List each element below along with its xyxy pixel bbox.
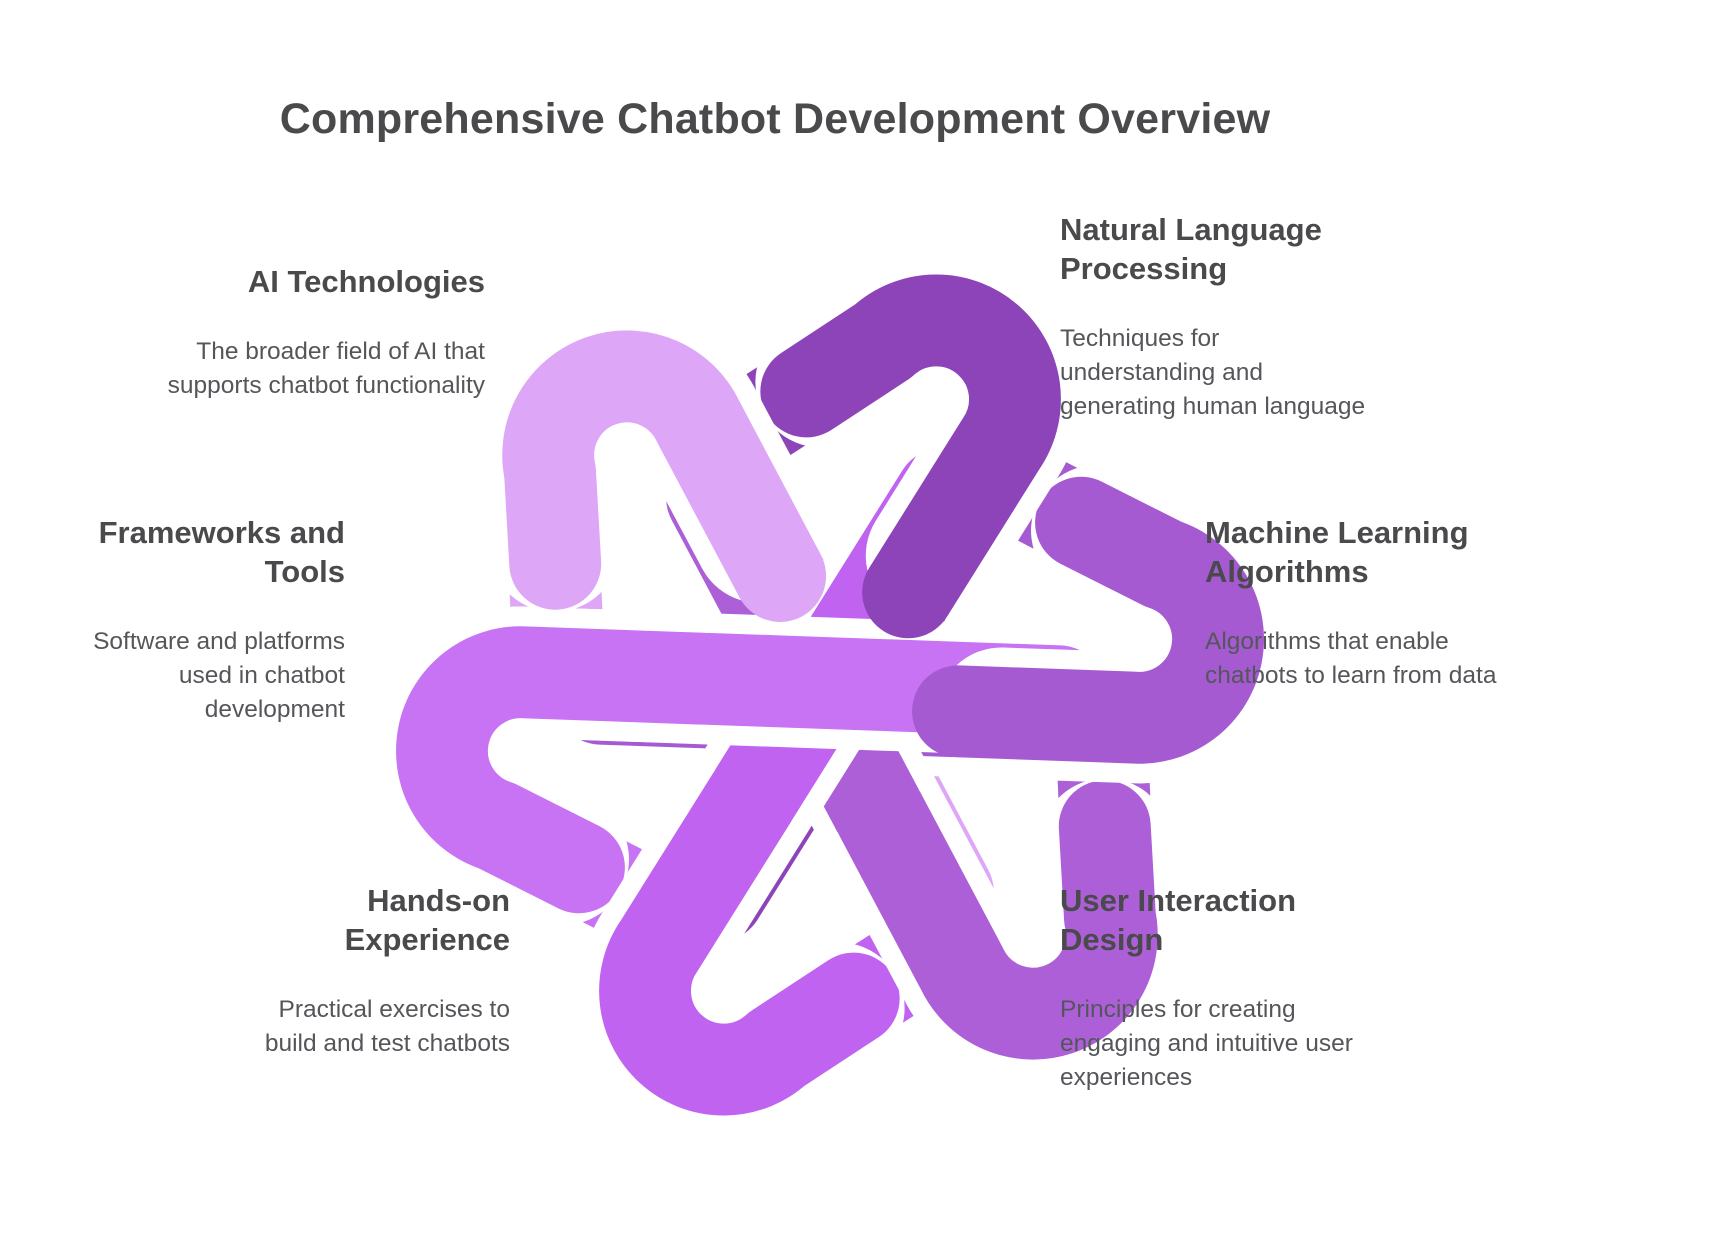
node-description: Techniques for understanding and generat… (1060, 325, 1366, 420)
node-description: Algorithms that enable chatbots to learn… (1205, 628, 1497, 689)
node-heading: AI Technologies (247, 264, 485, 299)
node-machine-learning-algorithms: Machine Learning Algorithms Algorithms t… (1205, 513, 1535, 693)
node-heading: Machine Learning Algorithms (1205, 515, 1469, 590)
node-heading: Hands-on Experience (344, 883, 510, 958)
node-description: Practical exercises to build and test ch… (264, 996, 510, 1057)
node-description: The broader field of AI that supports ch… (167, 338, 485, 399)
node-frameworks-and-tools: Frameworks and Tools Software and platfo… (35, 513, 345, 726)
node-heading: Natural Language Processing (1060, 212, 1322, 287)
node-description: Principles for creating engaging and int… (1060, 996, 1353, 1091)
node-heading: Frameworks and Tools (98, 515, 345, 590)
node-hands-on-experience: Hands-on Experience Practical exercises … (225, 881, 510, 1061)
node-description: Software and platforms used in chatbot d… (93, 628, 345, 723)
node-user-interaction-design: User Interaction Design Principles for c… (1060, 881, 1390, 1094)
page-title: Comprehensive Chatbot Development Overvi… (279, 95, 1271, 143)
node-ai-technologies: AI Technologies The broader field of AI … (145, 262, 485, 403)
node-heading: User Interaction Design (1060, 883, 1297, 958)
node-natural-language-processing: Natural Language Processing Techniques f… (1060, 210, 1380, 423)
